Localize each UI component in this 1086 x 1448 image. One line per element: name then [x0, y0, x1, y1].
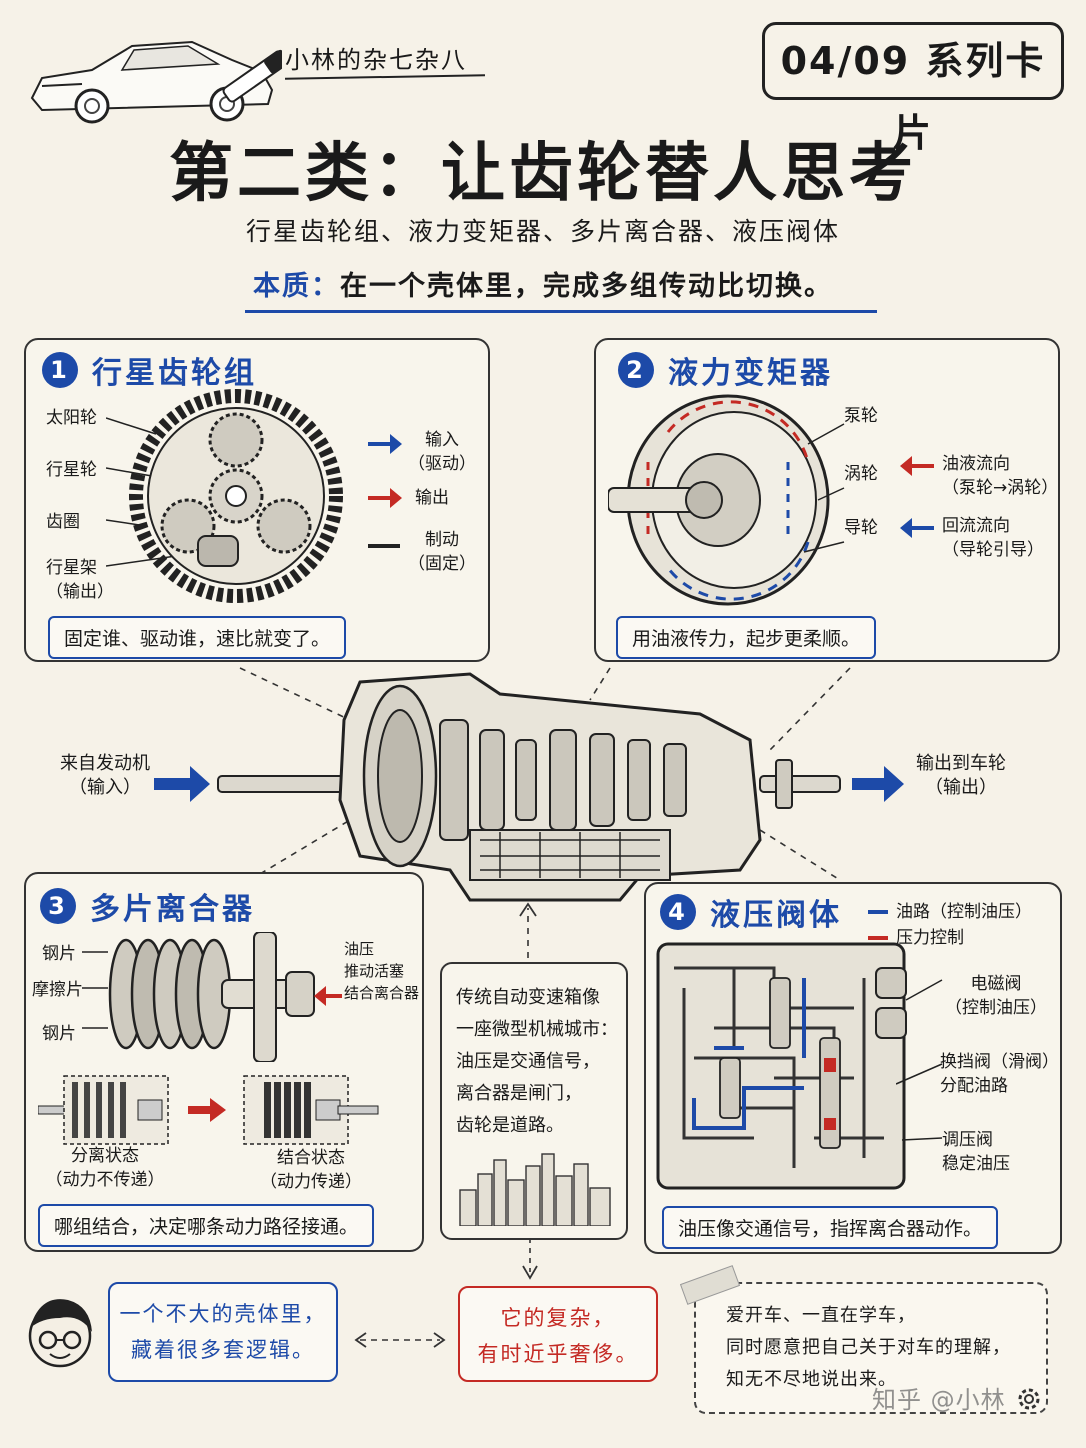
- valve-body-drawing: [656, 942, 907, 1190]
- panel3-number: 3: [40, 888, 76, 924]
- city-skyline-icon: [459, 1153, 611, 1226]
- panel4-caption: 油压像交通信号，指挥离合器动作。: [662, 1206, 999, 1249]
- label-steel-plate-2: 钢片: [42, 1024, 76, 1044]
- label-stator: 导轮: [844, 518, 878, 538]
- gear-icon: [1018, 1388, 1040, 1410]
- complexity-note-box: 它的复杂， 有时近乎奢侈。: [458, 1286, 658, 1382]
- legend-return-flow: 回流流向 （导轮引导）: [942, 516, 1044, 560]
- legend-input: 输入 （驱动）: [408, 430, 476, 474]
- state-engaged: 结合状态 （动力传递）: [260, 1148, 362, 1192]
- panel4-number: 4: [660, 894, 696, 930]
- panel3-caption: 哪组结合，决定哪条动力路径接通。: [38, 1204, 375, 1247]
- down-arrow: [522, 1238, 538, 1280]
- label-planet-gear: 行星轮: [46, 460, 97, 480]
- legend-arrows: [368, 434, 402, 548]
- page-subtitle: 行星齿轮组、液力变矩器、多片离合器、液压阀体: [245, 217, 840, 246]
- label-sun-gear: 太阳轮: [46, 408, 97, 428]
- state-disengaged: 分离状态 （动力不传递）: [45, 1146, 165, 1190]
- logic-note-box: 一个不大的壳体里， 藏着很多套逻辑。: [108, 1282, 338, 1382]
- label-friction-plate: 摩擦片: [32, 980, 83, 1000]
- legend-output: 输出: [415, 488, 449, 508]
- tape-decoration: [679, 1265, 741, 1305]
- essence-line: 本质：在一个壳体里，完成多组传动比切换。: [0, 264, 1086, 303]
- sports-car-illustration: [30, 40, 282, 124]
- author-avatar: [28, 1299, 92, 1368]
- panel2-caption: 用油液传力，起步更柔顺。: [616, 616, 877, 659]
- label-carrier: 行星架: [46, 558, 97, 578]
- transmission-drawing: [154, 667, 904, 958]
- author-bio-text: 爱开车、一直在学车， 同时愿意把自己关于对车的理解， 知无不尽地说出来。: [726, 1305, 1011, 1390]
- essence-label: 本质：: [253, 271, 340, 302]
- valve-label-leaders: [896, 979, 943, 1141]
- city-analogy-box: 传统自动变速箱像 一座微型机械城市： 油压是交通信号， 离合器是闸门， 齿轮是道…: [440, 962, 628, 1240]
- output-label: 输出到车轮 （输出）: [916, 753, 1006, 798]
- clutch-note: 油压 推动活塞 结合离合器: [344, 940, 420, 1002]
- label-solenoid: 电磁阀 （控制油压）: [945, 974, 1047, 1018]
- panel1-number: 1: [42, 352, 78, 388]
- panel1-caption: 固定谁、驱动谁，速比就变了。: [48, 616, 347, 659]
- torque-converter-drawing: [608, 394, 845, 606]
- input-label: 来自发动机 （输入）: [60, 753, 150, 798]
- legend-oil-path: 油路（控制油压）: [868, 900, 1032, 924]
- author-bio-box: 爱开车、一直在学车， 同时愿意把自己关于对车的理解， 知无不尽地说出来。: [679, 1265, 1048, 1414]
- logic-note-text: 一个不大的壳体里， 藏着很多套逻辑。: [119, 1302, 327, 1362]
- label-turbine: 涡轮: [844, 464, 878, 484]
- label-ring-gear: 齿圈: [46, 512, 80, 532]
- label-pump: 泵轮: [844, 406, 878, 426]
- planetary-gear-drawing: [106, 389, 343, 603]
- page-title: 第二类：让齿轮替人思考: [169, 137, 917, 211]
- complexity-note-text: 它的复杂， 有时近乎奢侈。: [477, 1306, 639, 1366]
- essence-text: 在一个壳体里，完成多组传动比切换。: [340, 271, 833, 302]
- brand-name: 小林的杂七杂八: [285, 46, 467, 74]
- legend-oil-flow: 油液流向 （泵轮→涡轮）: [942, 454, 1059, 498]
- legend-pressure-control: 压力控制: [868, 926, 964, 950]
- watermark: 知乎 @小林: [872, 1386, 1006, 1414]
- label-shift-valve: 换挡阀（滑阀） 分配油路: [940, 1052, 1059, 1096]
- panel2-number: 2: [618, 352, 654, 388]
- essence-underline: [245, 310, 877, 313]
- double-arrow: [354, 1332, 446, 1348]
- marker-pen-icon: [222, 49, 282, 103]
- label-carrier-sub: （输出）: [46, 582, 114, 602]
- label-regulator-valve: 调压阀 稳定油压: [942, 1130, 1010, 1174]
- clutch-states-drawing: [38, 1075, 379, 1145]
- brand-underline: [284, 74, 486, 80]
- label-steel-plate-1: 钢片: [42, 944, 76, 964]
- series-badge: 04/09 系列卡片: [762, 22, 1064, 155]
- clutch-pack-drawing: [82, 932, 342, 1062]
- legend-brake: 制动 （固定）: [408, 530, 476, 574]
- legend-flow-arrows: [900, 456, 934, 538]
- city-analogy-text: 传统自动变速箱像 一座微型机械城市： 油压是交通信号， 离合器是闸门， 齿轮是道…: [456, 987, 618, 1136]
